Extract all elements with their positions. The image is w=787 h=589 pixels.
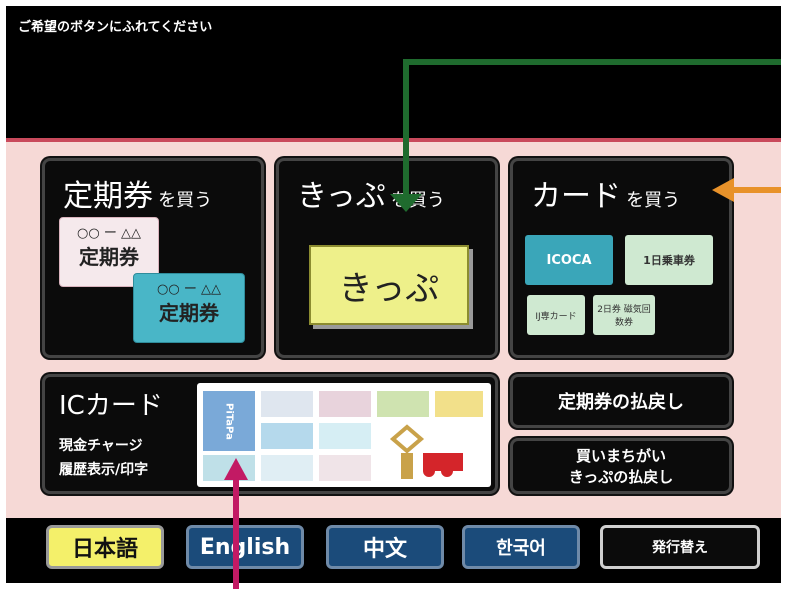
small-card-1-label: IJ専カード [535,311,577,322]
lang-korean-label: 한국어 [496,538,546,559]
pitapa-label: PiTaPa [223,402,235,440]
card-stations: ○○ ー △△ [77,226,141,241]
refund-mistaken-ticket-button[interactable]: 買いまちがい きっぷの払戻し [510,438,732,494]
ic-history-text: 履歴表示/印字 [59,462,149,478]
ticket-graphic: きっぷ [309,245,469,325]
ic-card-button[interactable]: ICカード 現金チャージ 履歴表示/印字 PiTaPa [42,374,498,494]
buy-ticket-button[interactable]: きっぷ を買う きっぷ [276,158,498,358]
small-card-2-label: 2日券 磁気回数券 [597,305,651,328]
ic-logo-6 [261,423,313,449]
ic-charge-text: 現金チャージ [59,438,143,454]
commuter-pass-card-white: ○○ ー △△ 定期券 [59,217,159,287]
ic-logo-9 [261,455,313,481]
tile-title-main: カード [531,179,621,214]
ic-logo-8 [203,455,255,481]
ticket-label: きっぷ [338,268,440,309]
tile-title-main: 定期券 [63,179,153,214]
tile-title-main: きっぷ [297,179,386,214]
day-pass-label: 1日乗車券 [643,254,695,267]
commuter-pass-card-blue: ○○ ー △△ 定期券 [133,273,245,343]
tile-title-sub: を買う [158,190,213,211]
refund-mistake-line1: 買いまちがい [575,447,666,465]
refund-commuter-pass-button[interactable]: 定期券の払戻し [510,374,732,428]
reissue-button[interactable]: 発行替え [600,525,760,569]
ic-mark-icon [383,423,479,481]
icoca-label: ICOCA [546,252,592,268]
tile-title-sub: を買う [626,190,681,211]
card-label: 定期券 [79,245,139,269]
refund-mistake-line2: きっぷの払戻し [568,468,674,486]
small-card-1: IJ専カード [527,295,585,335]
tile-title-sub: を買う [390,190,445,211]
lang-korean-button[interactable]: 한국어 [462,525,580,569]
small-card-2: 2日券 磁気回数券 [593,295,655,335]
ic-logo-10 [319,455,371,481]
lang-japanese-label: 日本語 [71,537,138,562]
card-stations: ○○ ー △△ [157,282,221,297]
menu-panel: 定期券 を買う ○○ ー △△ 定期券 ○○ ー △△ 定期券 きっぷ を買う … [6,138,781,518]
ic-logo-7 [319,423,371,449]
card-label: 定期券 [159,301,219,325]
instruction-text: ご希望のボタンにふれてください [18,20,213,35]
lang-chinese-label: 中文 [362,537,407,562]
day-pass-card: 1日乗車券 [625,235,713,285]
ic-logo-3 [319,391,371,417]
pitapa-logo: PiTaPa [203,391,255,451]
ic-logo-4 [377,391,429,417]
buy-commuter-pass-button[interactable]: 定期券 を買う ○○ ー △△ 定期券 ○○ ー △△ 定期券 [42,158,264,358]
ic-logo-2 [261,391,313,417]
lang-english-button[interactable]: English [186,525,304,569]
icoca-card: ICOCA [525,235,613,285]
buy-card-button[interactable]: カード を買う ICOCA 1日乗車券 IJ専カード 2日券 磁気回数券 [510,158,732,358]
ic-logo-5 [435,391,483,417]
lang-japanese-button[interactable]: 日本語 [46,525,164,569]
ic-card-title: ICカード [59,391,163,421]
lang-english-label: English [199,534,291,560]
lang-chinese-button[interactable]: 中文 [326,525,444,569]
ic-card-logos: PiTaPa [197,383,491,487]
refund-commuter-pass-label: 定期券の払戻し [558,392,684,413]
reissue-label: 発行替え [652,540,708,556]
